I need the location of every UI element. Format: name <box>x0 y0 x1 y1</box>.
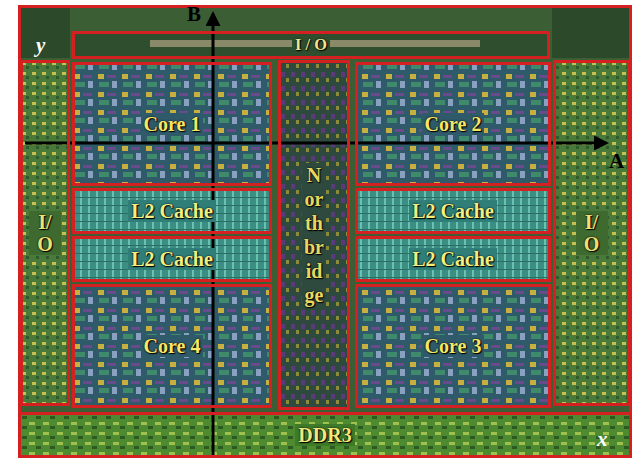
core-block <box>72 284 272 408</box>
cache-block: L2 Cache <box>72 188 272 234</box>
core-block <box>355 62 551 186</box>
axis-label: y <box>36 34 45 57</box>
die-outline <box>20 7 631 457</box>
axis-label: x <box>597 428 608 451</box>
block-label: L2 Cache <box>409 200 497 222</box>
core-block <box>355 284 551 408</box>
axis-letter: A <box>609 149 624 173</box>
corner-block <box>552 8 630 58</box>
io-band: I / O <box>72 31 550 59</box>
axis-line <box>212 14 215 455</box>
core-block: Core 1 <box>72 62 272 186</box>
core-block: Core 4 <box>72 284 272 408</box>
cache-block: L2 Cache <box>72 236 272 282</box>
block-label: Core 1 <box>141 113 204 135</box>
axis-letter: B <box>187 2 201 26</box>
cache-block: L2 Cache <box>355 236 551 282</box>
ddr-block <box>18 412 632 458</box>
ddr-block: DDR3 <box>18 412 632 458</box>
cache-block <box>355 236 551 282</box>
block-label: Core 4 <box>141 335 204 357</box>
die-ground <box>18 5 632 458</box>
northbridge-block <box>278 60 350 410</box>
block-label: L2 Cache <box>128 248 216 270</box>
block-label: L2 Cache <box>409 248 497 270</box>
block-label: Core 2 <box>422 113 485 135</box>
io-band <box>72 31 550 59</box>
io-block: I/ O <box>553 60 630 406</box>
block-label: DDR3 <box>295 424 354 446</box>
core-block <box>72 62 272 186</box>
axis-line <box>25 142 606 145</box>
cache-block: L2 Cache <box>355 188 551 234</box>
axis-letter: x <box>597 427 608 451</box>
core-block: Core 3 <box>355 284 551 408</box>
cache-block <box>355 188 551 234</box>
block-label: I/ O <box>576 211 608 255</box>
block-label: Northbridge <box>302 163 326 307</box>
io-block <box>20 60 70 406</box>
axis-label: A <box>609 150 624 173</box>
northbridge-block: Northbridge <box>278 60 350 410</box>
io-block: I/ O <box>20 60 70 406</box>
block-label: L2 Cache <box>128 200 216 222</box>
axis-label: B <box>187 3 201 26</box>
block-label: I/ O <box>29 211 61 255</box>
cache-block <box>72 188 272 234</box>
corner-block <box>20 8 70 58</box>
block-label: Core 3 <box>422 335 485 357</box>
cache-block <box>72 236 272 282</box>
block-label: I / O <box>292 36 330 54</box>
core-block: Core 2 <box>355 62 551 186</box>
io-block <box>553 60 630 406</box>
axis-letter: y <box>36 33 45 57</box>
